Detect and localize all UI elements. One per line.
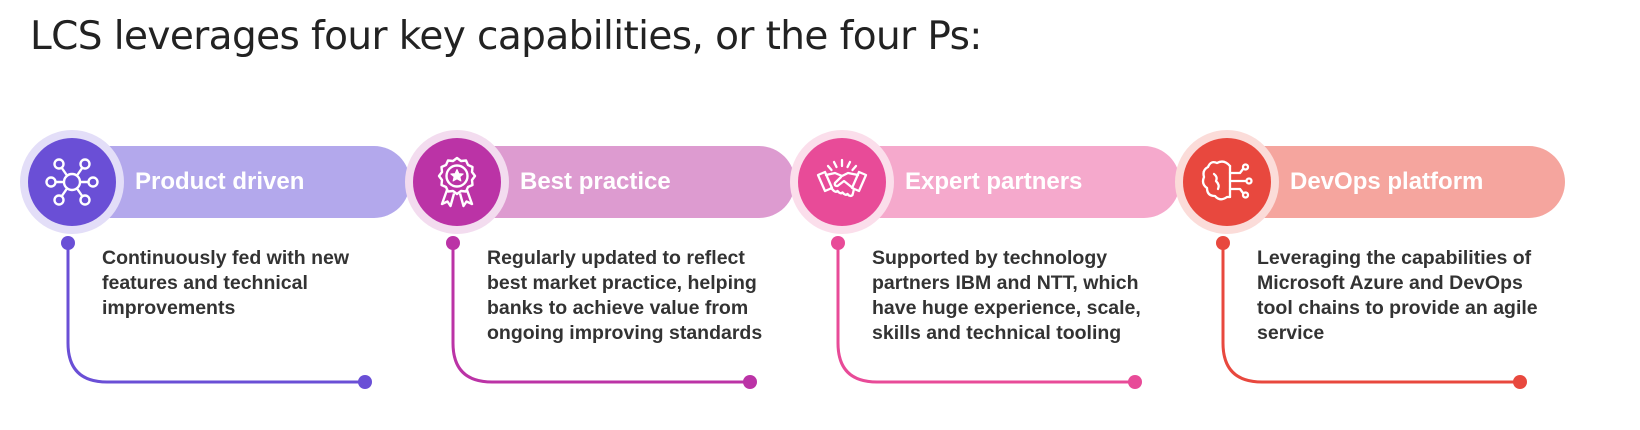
capability-label: Product driven	[135, 168, 305, 195]
capability-description: Supported by technology partners IBM and…	[872, 247, 1141, 344]
capability-pill	[455, 146, 795, 218]
capability-label: Best practice	[520, 168, 671, 195]
cloud-circuit-icon	[1201, 160, 1253, 201]
award-ribbon-icon	[437, 156, 477, 208]
capability-card-expert-partners: Expert partners Supported by technology …	[790, 128, 1180, 418]
icon-badge	[1183, 138, 1271, 226]
capability-card-devops-platform: DevOps platform Leveraging the capabilit…	[1175, 128, 1565, 418]
capability-card-product-driven: Product driven Continuously fed with new…	[20, 128, 410, 418]
icon-badge	[798, 138, 886, 226]
capability-card-best-practice: Best practice Regularly updated to refle…	[405, 128, 795, 418]
timeline-connector	[446, 236, 757, 389]
capability-pill	[840, 146, 1180, 218]
capability-description: Continuously fed with new features and t…	[102, 247, 349, 319]
icon-badge	[28, 138, 116, 226]
handshake-icon	[816, 158, 868, 198]
timeline-connector	[831, 236, 1142, 389]
page-title: LCS leverages four key capabilities, or …	[30, 14, 982, 59]
capability-label: Expert partners	[905, 168, 1083, 195]
capability-pill	[1225, 146, 1565, 218]
capability-description: Regularly updated to reflect best market…	[487, 247, 763, 344]
timeline-connector	[61, 236, 372, 389]
network-icon	[45, 158, 99, 206]
timeline-connector	[1216, 236, 1527, 389]
capability-description: Leveraging the capabilities of Microsoft…	[1257, 247, 1538, 344]
capability-pill	[70, 146, 410, 218]
icon-badge	[413, 138, 501, 226]
capability-label: DevOps platform	[1290, 168, 1484, 195]
